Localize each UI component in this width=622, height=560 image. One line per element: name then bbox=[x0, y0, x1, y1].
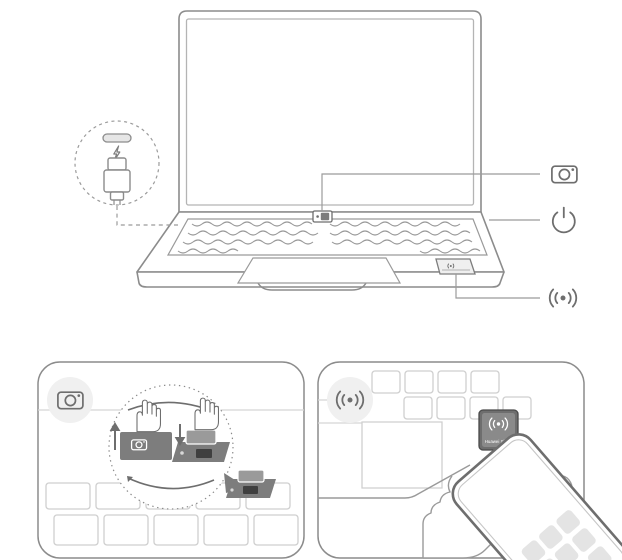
callout-camera-icon bbox=[551, 165, 578, 184]
keyboard-well bbox=[166, 218, 488, 256]
usb-c-port-slot bbox=[102, 133, 132, 143]
phone-with-app-grid bbox=[451, 433, 622, 560]
palm-rest-edge bbox=[318, 464, 471, 499]
camera-panel bbox=[37, 361, 305, 559]
step-press-to-pop-up bbox=[109, 399, 172, 460]
leader-nfc bbox=[455, 274, 540, 299]
nfc-panel-badge bbox=[327, 377, 373, 423]
phone-app-grid bbox=[521, 510, 612, 560]
laptop-open-front-view bbox=[74, 10, 578, 308]
nfc-panel-trackpad[interactable] bbox=[361, 421, 443, 489]
camera-key-callout bbox=[224, 469, 276, 498]
rotate-arc-bottom bbox=[127, 477, 215, 490]
nfc-huawei-share-area[interactable] bbox=[435, 258, 476, 275]
base-front-notch bbox=[257, 282, 367, 291]
badge-circle-bg bbox=[47, 377, 93, 423]
callout-nfc-icon bbox=[548, 288, 578, 308]
camera-panel-badge bbox=[47, 377, 93, 423]
up-arrow-icon bbox=[109, 422, 121, 450]
nfc-tag-label: Huawei Share bbox=[485, 439, 513, 444]
laptop-base bbox=[136, 210, 505, 291]
laptop-screen bbox=[185, 18, 475, 206]
camera-press-detail bbox=[108, 384, 234, 510]
pop-up-camera-key[interactable] bbox=[312, 210, 333, 223]
nfc-panel-keyboard bbox=[318, 370, 532, 424]
down-arrow-icon bbox=[174, 424, 186, 446]
step-press-to-retract bbox=[172, 397, 230, 462]
phone-screen bbox=[457, 439, 622, 560]
callout-leader-lines bbox=[321, 173, 540, 299]
keyboard-keys bbox=[177, 221, 481, 254]
usb-c-charging-port-detail bbox=[74, 120, 179, 226]
leader-camera bbox=[321, 173, 540, 211]
usb-c-leader-line bbox=[116, 206, 179, 226]
usb-c-connector-icon bbox=[103, 157, 131, 201]
laptop-lid bbox=[178, 10, 482, 213]
nfc-panel: Huawei Share bbox=[317, 361, 622, 560]
trackpad[interactable] bbox=[236, 257, 402, 284]
callout-power-icon bbox=[551, 206, 576, 234]
